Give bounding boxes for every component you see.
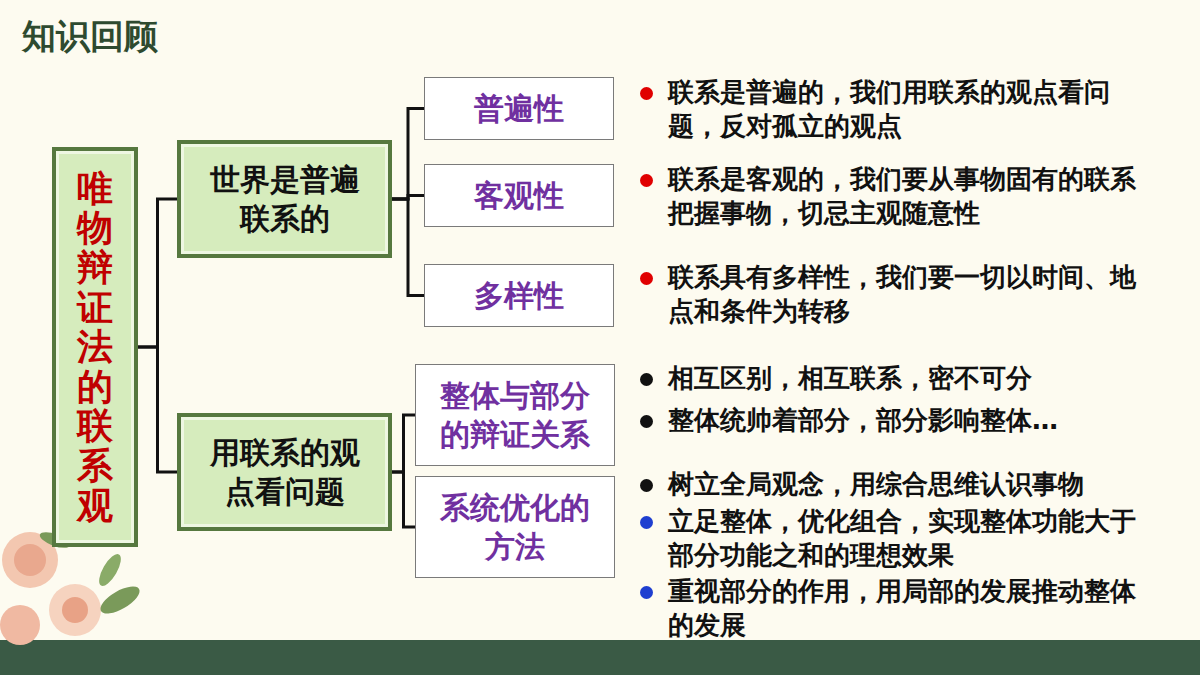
- bullet-text: 树立全局观念，用综合思维认识事物: [668, 468, 1148, 502]
- bullet-text: 重视部分的作用，用局部的发展推动整体的发展: [668, 575, 1148, 643]
- node-text: 系统优化的方法: [426, 488, 604, 566]
- bullet-text: 整体统帅着部分，部分影响整体…: [668, 404, 1148, 438]
- root-box: 唯物辩证法的联系观: [52, 147, 138, 547]
- bracket-connector: [392, 199, 424, 296]
- bullet-dot: [640, 373, 653, 386]
- method-box: 系统优化的方法: [415, 476, 615, 578]
- bullet-dot: [640, 272, 653, 285]
- bullet-dot: [640, 415, 653, 428]
- bullet-text: 联系是普遍的，我们用联系的观点看问题，反对孤立的观点: [668, 76, 1148, 144]
- property-box: 普遍性: [424, 77, 614, 140]
- bracket-connector: [138, 347, 177, 472]
- bullet-dot: [640, 87, 653, 100]
- bullet-dot: [640, 174, 653, 187]
- bullet-text: 联系具有多样性，我们要一切以时间、地点和条件为转移: [668, 261, 1148, 329]
- bullet-text: 立足整体，优化组合，实现整体功能大于部分功能之和的理想效果: [668, 505, 1148, 573]
- bullet-text: 相互区别，相互联系，密不可分: [668, 362, 1148, 396]
- bullet-dot: [640, 586, 653, 599]
- method-box: 整体与部分的辩证关系: [415, 364, 615, 466]
- bullet-text: 联系是客观的，我们要从事物固有的联系把握事物，切忌主观随意性: [668, 163, 1148, 231]
- slide-title: 知识回顾: [22, 14, 158, 60]
- bracket-connector: [138, 199, 177, 347]
- bottom-band: [0, 640, 1200, 675]
- bracket-connector: [392, 109, 424, 200]
- bullet-dot: [640, 516, 653, 529]
- topic-box: 世界是普遍联系的: [177, 140, 392, 258]
- topic-box: 用联系的观点看问题: [177, 413, 392, 531]
- node-text: 普遍性: [474, 89, 564, 128]
- node-text: 多样性: [474, 276, 564, 315]
- node-text: 用联系的观点看问题: [195, 433, 374, 511]
- bullet-dot: [640, 479, 653, 492]
- property-box: 客观性: [424, 164, 614, 227]
- bracket-connector: [392, 472, 415, 527]
- property-box: 多样性: [424, 264, 614, 327]
- node-text: 唯物辩证法的联系观: [77, 169, 113, 525]
- bracket-connector: [392, 415, 415, 472]
- node-text: 整体与部分的辩证关系: [426, 376, 604, 454]
- node-text: 客观性: [474, 176, 564, 215]
- node-text: 世界是普遍联系的: [195, 160, 374, 238]
